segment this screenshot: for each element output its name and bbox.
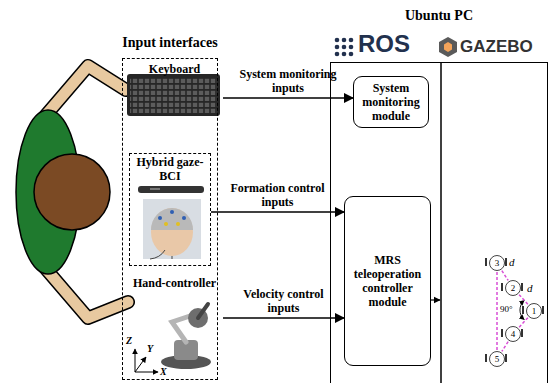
edge-label: System monitoring inputs bbox=[233, 67, 343, 95]
ros-logo-icon bbox=[342, 38, 347, 43]
edge-label: Velocity control inputs bbox=[229, 287, 339, 315]
module-box: MRS teleoperation controller module bbox=[344, 196, 431, 366]
angle-arc bbox=[520, 300, 524, 319]
device-block: Hand-controller bbox=[126, 275, 223, 379]
ros-logo-icon bbox=[342, 45, 347, 50]
axis-symbol bbox=[135, 349, 158, 372]
formation-link bbox=[502, 271, 508, 281]
keyboard-picture bbox=[127, 74, 220, 116]
eeg-cap-picture bbox=[151, 208, 193, 230]
robot-wheels bbox=[505, 354, 507, 362]
angle-arc bbox=[520, 300, 524, 319]
axis-label: X bbox=[160, 366, 167, 378]
device-block: Hybrid gaze-BCI bbox=[129, 153, 211, 266]
panel-divider bbox=[440, 62, 442, 383]
hand-controller-picture bbox=[198, 304, 208, 318]
robot-wheels bbox=[521, 329, 523, 337]
robot-wheels bbox=[542, 306, 544, 314]
person-figure bbox=[34, 154, 110, 230]
robot-number: 4 bbox=[511, 329, 516, 339]
robot-wheels bbox=[485, 354, 487, 362]
formation-link bbox=[502, 342, 508, 352]
logo-text: GAZEBO bbox=[460, 37, 533, 57]
formation-link bbox=[519, 295, 528, 305]
robot-number: 3 bbox=[495, 258, 500, 268]
formation-link bbox=[496, 272, 498, 350]
robot-wheels bbox=[485, 258, 544, 362]
robot-circle: 4 bbox=[505, 326, 521, 342]
node-text: System monitoring module bbox=[357, 81, 425, 123]
axis-symbol bbox=[135, 349, 136, 372]
robot-wheels bbox=[501, 283, 503, 291]
eeg-cap-picture bbox=[151, 208, 193, 256]
ros-logo-icon bbox=[349, 38, 354, 43]
gazebo-logo-icon bbox=[439, 37, 457, 57]
output-arrow bbox=[430, 299, 440, 300]
edge-label: Formation control inputs bbox=[223, 181, 333, 209]
node-text: Hybrid gaze-BCI bbox=[130, 155, 210, 183]
eeg-cap-picture bbox=[164, 222, 168, 226]
eeg-cap-picture bbox=[176, 222, 180, 226]
input-arrow bbox=[223, 97, 353, 98]
ros-logo-icon bbox=[349, 45, 354, 50]
gazebo-logo-icon bbox=[439, 37, 457, 57]
heading: Input interfaces bbox=[122, 34, 217, 51]
robot-circle: 3 bbox=[489, 255, 505, 271]
robot-wheels bbox=[485, 258, 487, 266]
ros-logo-icon bbox=[349, 52, 354, 57]
robot-wheels bbox=[505, 258, 507, 266]
gazebo-logo-icon bbox=[444, 42, 452, 52]
ros-logo-icon bbox=[335, 45, 340, 50]
robot-wheels bbox=[501, 329, 503, 337]
eeg-cap-picture bbox=[182, 216, 186, 220]
axis-symbol bbox=[135, 357, 146, 372]
eye-tracker-picture bbox=[150, 188, 160, 190]
eeg-cap-picture bbox=[170, 210, 174, 214]
eeg-cap-picture bbox=[143, 199, 201, 259]
heading: Ubuntu PC bbox=[405, 7, 473, 24]
ros-logo-icon bbox=[335, 38, 340, 43]
eye-tracker-picture bbox=[138, 186, 204, 193]
panel-divider bbox=[441, 62, 442, 383]
node-text: Hand-controller bbox=[133, 276, 216, 290]
keyboard-picture bbox=[130, 78, 217, 113]
robot-wheels bbox=[522, 306, 524, 314]
group-frame: Input interfacesKeyboardHybrid gaze-BCIH… bbox=[122, 58, 218, 380]
robot-number: 2 bbox=[511, 283, 516, 293]
output-arrow bbox=[430, 300, 440, 301]
angle-label: 90° bbox=[500, 304, 513, 314]
input-arrow bbox=[223, 317, 344, 318]
input-arrow bbox=[211, 211, 344, 212]
eeg-cap-picture bbox=[143, 199, 201, 259]
robot-circle: 2 bbox=[505, 280, 521, 296]
hand-controller-picture bbox=[161, 304, 211, 369]
axis-label: Z bbox=[126, 335, 132, 347]
eeg-cap-picture bbox=[158, 216, 162, 220]
robot-number: 5 bbox=[495, 354, 500, 364]
eeg-cap-picture bbox=[150, 250, 172, 259]
robot-circle: 1 bbox=[526, 303, 542, 319]
eye-tracker-picture bbox=[138, 186, 204, 193]
module-box: System monitoring module bbox=[353, 76, 429, 128]
ros-logo-icon bbox=[335, 38, 354, 57]
axis-label: Y bbox=[147, 343, 153, 355]
keyboard-picture bbox=[127, 74, 220, 116]
ros-logo-icon bbox=[335, 52, 340, 57]
node-text: Keyboard bbox=[149, 62, 200, 76]
pc-frame: Ubuntu PCSystem monitoring moduleMRS tel… bbox=[330, 62, 548, 383]
robot-circle: 5 bbox=[489, 351, 505, 367]
node-text: MRS teleoperation controller module bbox=[348, 253, 427, 309]
axis-symbol bbox=[135, 372, 158, 373]
person-figure bbox=[16, 66, 128, 318]
logo-text: ROS bbox=[358, 30, 410, 58]
device-block: Keyboard bbox=[126, 61, 223, 121]
robot-number: 1 bbox=[532, 306, 537, 316]
dimension-label: d bbox=[509, 256, 515, 269]
robot-wheels bbox=[521, 283, 523, 291]
formation-link bbox=[519, 318, 528, 328]
dimension-label: d bbox=[527, 282, 533, 295]
ros-logo-icon bbox=[342, 52, 347, 57]
